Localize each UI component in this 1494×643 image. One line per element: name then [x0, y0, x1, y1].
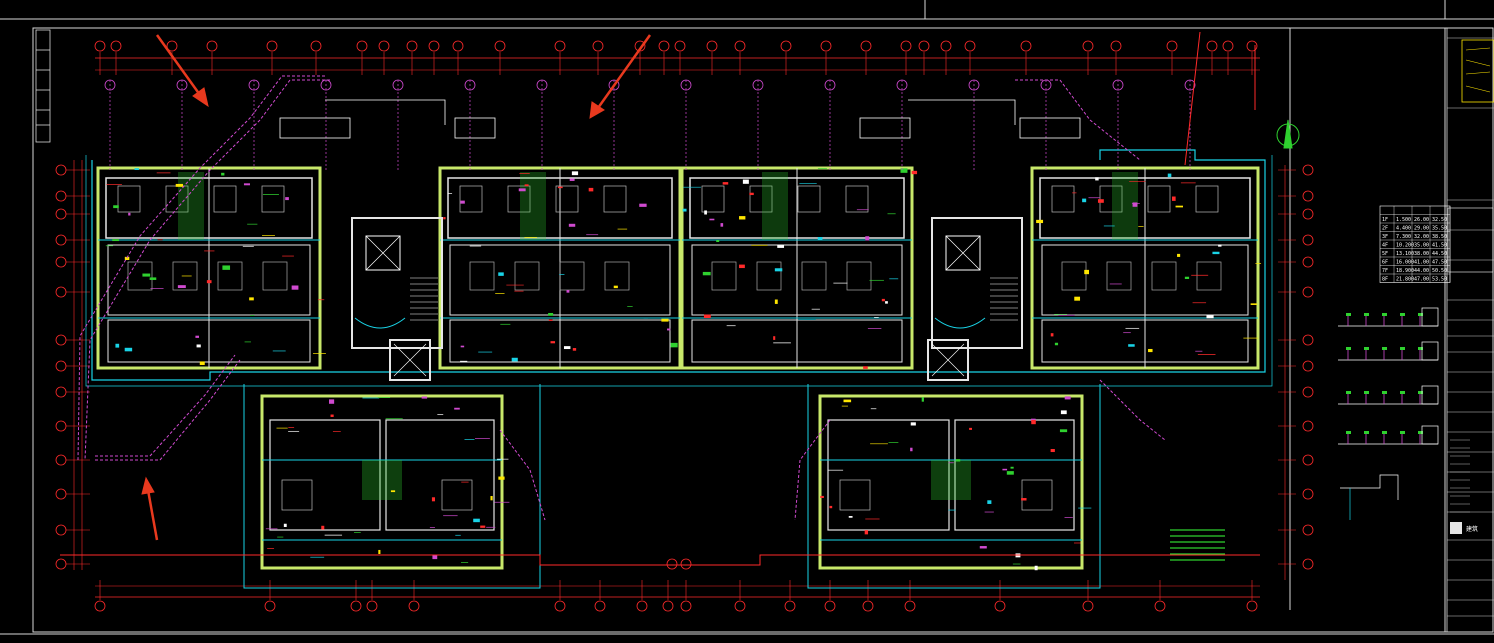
table-cell: 47.50 [1432, 260, 1447, 266]
table-cell: 35.50 [1432, 226, 1447, 232]
table-cell: 29.00 [1414, 226, 1429, 232]
table-cell: 38.00 [1414, 251, 1429, 257]
table-cell: 32.50 [1432, 217, 1447, 223]
table-cell: 1.500 [1396, 217, 1411, 223]
top-grid-axis [94, 40, 1260, 75]
table-cell: 13.100 [1396, 251, 1414, 257]
left-grid-axis [55, 160, 90, 570]
table-cell: 10.200 [1396, 243, 1414, 249]
company-name: 建筑 [1466, 525, 1478, 533]
table-cell: 1F [1382, 217, 1388, 223]
annotation-arrows [141, 34, 652, 541]
table-cell: 47.00 [1414, 277, 1429, 283]
table-cell: 18.900 [1396, 268, 1414, 274]
table-cell: 4.400 [1396, 226, 1411, 232]
table-cell: 41.00 [1414, 260, 1429, 266]
table-cell: 16.000 [1396, 260, 1414, 266]
table-cell: 7F [1382, 268, 1388, 274]
table-cell: 4F [1382, 243, 1388, 249]
table-cell: 26.00 [1414, 217, 1429, 223]
table-cell: 8F [1382, 277, 1388, 283]
table-cell: 53.50 [1432, 277, 1447, 283]
title-block: 建筑 [1446, 27, 1494, 633]
arrow-bottom-left-icon [141, 476, 159, 541]
table-cell: 5F [1382, 251, 1388, 257]
north-arrow-icon [1276, 119, 1300, 149]
bottom-grid-axis [94, 558, 1260, 612]
riser-schematics [1338, 307, 1439, 520]
table-cell: 38.50 [1432, 234, 1447, 240]
table-cell: 32.00 [1414, 234, 1429, 240]
red-markups [60, 31, 1260, 566]
table-cell: 35.00 [1414, 243, 1429, 249]
table-cell: 44.00 [1414, 268, 1429, 274]
arrow-top-left-icon [155, 34, 209, 108]
table-cell: 21.800 [1396, 277, 1414, 283]
right-grid-axis [1278, 164, 1314, 580]
table-cell: 3F [1382, 234, 1388, 240]
frame-left-strip [35, 29, 51, 143]
arrow-top-center-icon [589, 34, 652, 119]
table-cell: 41.50 [1432, 243, 1447, 249]
pipe-routes [77, 75, 1166, 521]
table-cell: 44.50 [1432, 251, 1447, 257]
table-cell: 2F [1382, 226, 1388, 232]
table-cell: 7.300 [1396, 234, 1411, 240]
table-cell: 6F [1382, 260, 1388, 266]
table-cell: 50.50 [1432, 268, 1447, 274]
floor-plan [85, 79, 1273, 589]
